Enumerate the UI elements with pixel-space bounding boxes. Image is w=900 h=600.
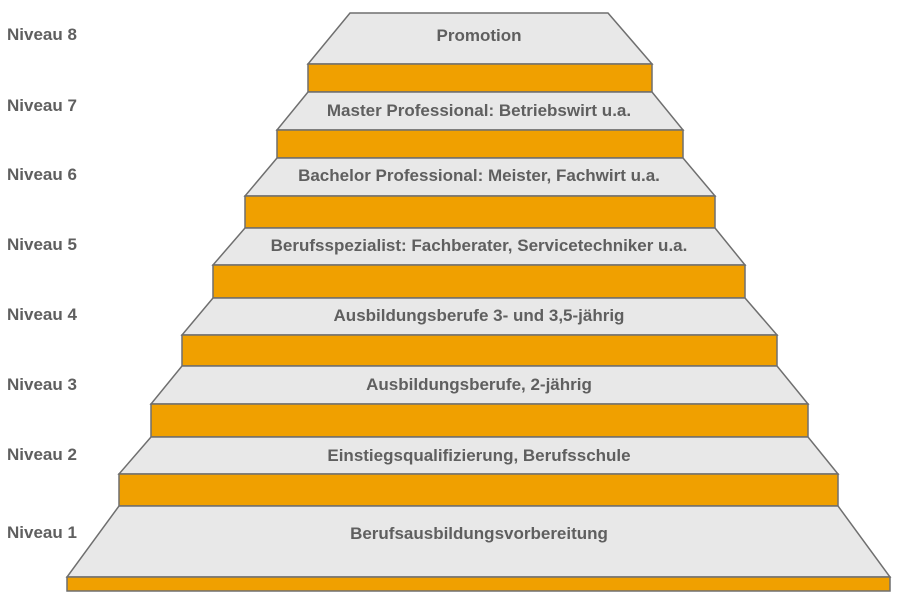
step-riser-5 xyxy=(212,264,746,299)
step-riser-8 xyxy=(307,63,653,93)
step-riser-7 xyxy=(276,129,684,159)
step-riser-6 xyxy=(244,195,716,229)
step-title-2: Einstiegsqualifizierung, Berufsschule xyxy=(327,446,630,465)
step-riser-3 xyxy=(150,403,809,438)
level-label-1: Niveau 1 xyxy=(7,523,77,542)
level-label-2: Niveau 2 xyxy=(7,445,77,464)
step-riser-4 xyxy=(181,334,778,367)
level-label-4: Niveau 4 xyxy=(7,305,77,324)
level-label-5: Niveau 5 xyxy=(7,235,77,254)
level-label-7: Niveau 7 xyxy=(7,96,77,115)
step-title-8: Promotion xyxy=(437,26,522,45)
step-title-6: Bachelor Professional: Meister, Fachwirt… xyxy=(298,166,660,185)
level-label-6: Niveau 6 xyxy=(7,165,77,184)
level-label-3: Niveau 3 xyxy=(7,375,77,394)
level-label-8: Niveau 8 xyxy=(7,25,77,44)
step-title-4: Ausbildungsberufe 3- und 3,5-jährig xyxy=(334,306,625,325)
step-title-3: Ausbildungsberufe, 2-jährig xyxy=(366,375,592,394)
step-title-5: Berufsspezialist: Fachberater, Servicete… xyxy=(271,236,688,255)
step-riser-2 xyxy=(118,473,839,507)
step-riser-1 xyxy=(66,576,891,592)
step-title-7: Master Professional: Betriebswirt u.a. xyxy=(327,101,631,120)
step-title-1: Berufsausbildungsvorbereitung xyxy=(350,524,608,543)
